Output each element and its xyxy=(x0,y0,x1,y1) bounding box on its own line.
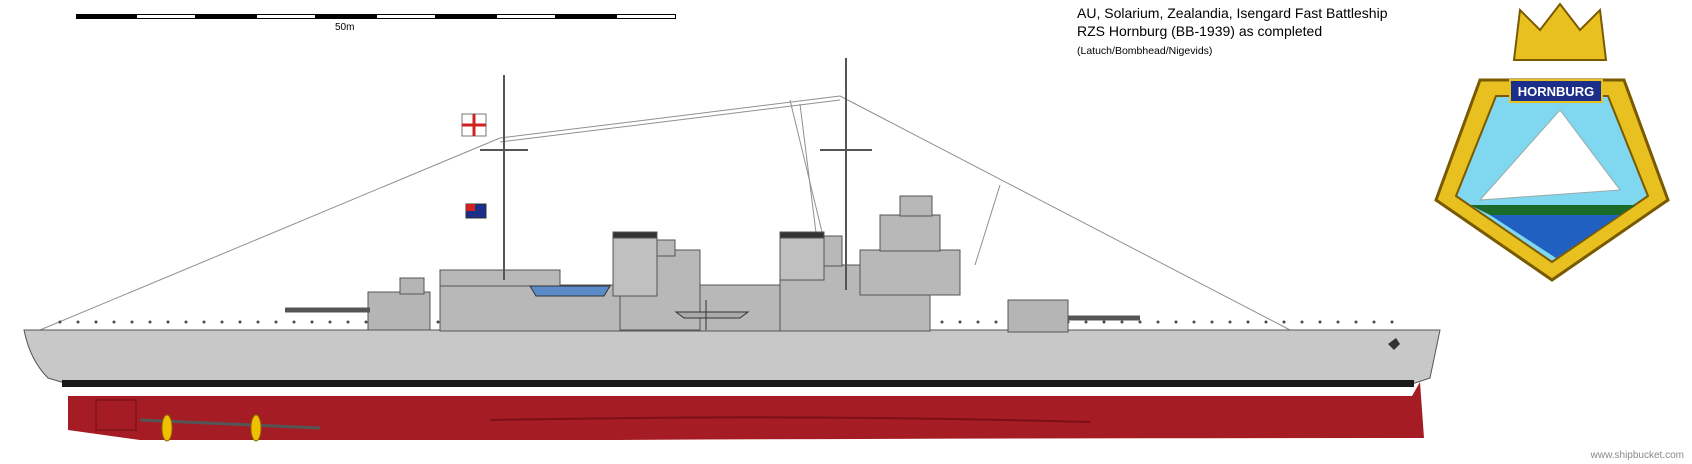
scale-segment xyxy=(376,14,436,19)
funnels xyxy=(612,231,825,297)
porthole xyxy=(1318,320,1322,324)
porthole xyxy=(220,320,224,324)
turret-a xyxy=(367,291,431,331)
porthole xyxy=(1264,320,1268,324)
scale-segment xyxy=(316,14,376,19)
porthole xyxy=(1354,320,1358,324)
porthole xyxy=(1336,320,1340,324)
scale-segment xyxy=(76,14,136,19)
scale-segment xyxy=(136,14,196,19)
porthole xyxy=(94,320,98,324)
porthole xyxy=(112,320,116,324)
porthole xyxy=(958,320,962,324)
porthole xyxy=(1390,320,1394,324)
scale-segment xyxy=(496,14,556,19)
watermark: www.shipbucket.com xyxy=(1590,450,1684,461)
porthole xyxy=(76,320,80,324)
porthole xyxy=(58,320,62,324)
porthole xyxy=(976,320,980,324)
hull-grey xyxy=(23,329,1441,385)
porthole xyxy=(166,320,170,324)
porthole xyxy=(1210,320,1214,324)
scale-segment xyxy=(436,14,496,19)
porthole xyxy=(292,320,296,324)
superstructure xyxy=(439,195,961,332)
turrets xyxy=(285,277,1140,333)
ship-name-title: RZS Hornburg (BB-1939) as completed xyxy=(1077,23,1323,39)
porthole xyxy=(202,320,206,324)
porthole xyxy=(238,320,242,324)
masts xyxy=(480,58,872,290)
hull xyxy=(23,329,1441,440)
porthole xyxy=(436,320,440,324)
scale-segment xyxy=(616,14,676,19)
credits: (Latuch/Bombhead/Nigevids) xyxy=(1077,45,1213,57)
scale-segment xyxy=(196,14,256,19)
porthole xyxy=(1228,320,1232,324)
porthole xyxy=(1120,320,1124,324)
porthole xyxy=(130,320,134,324)
porthole xyxy=(1282,320,1286,324)
porthole xyxy=(364,320,368,324)
porthole xyxy=(994,320,998,324)
scale-segment xyxy=(556,14,616,19)
hull-red xyxy=(68,382,1424,440)
ensign-flag xyxy=(461,113,487,137)
anchor-icon xyxy=(1388,338,1400,350)
porthole xyxy=(1084,320,1088,324)
porthole xyxy=(1192,320,1196,324)
porthole xyxy=(1372,320,1376,324)
propeller-icon xyxy=(250,414,262,442)
porthole xyxy=(1300,320,1304,324)
ship-crest: HORNBURG xyxy=(1434,2,1670,282)
porthole xyxy=(1138,320,1142,324)
scale-segment xyxy=(256,14,316,19)
porthole xyxy=(184,320,188,324)
boot-top xyxy=(62,380,1414,387)
scale-label: 50m xyxy=(335,22,355,33)
jack-flag xyxy=(465,203,487,219)
scale-bar xyxy=(76,14,676,19)
boats-aircraft xyxy=(529,285,750,330)
porthole xyxy=(346,320,350,324)
porthole xyxy=(1246,320,1250,324)
porthole xyxy=(1174,320,1178,324)
porthole xyxy=(1102,320,1106,324)
porthole xyxy=(274,320,278,324)
title-block: AU, Solarium, Zealandia, Isengard Fast B… xyxy=(1077,4,1388,57)
porthole xyxy=(1156,320,1160,324)
porthole xyxy=(256,320,260,324)
porthole xyxy=(940,320,944,324)
porthole xyxy=(148,320,152,324)
porthole xyxy=(328,320,332,324)
crest-name-plate: HORNBURG xyxy=(1518,84,1595,99)
porthole xyxy=(310,320,314,324)
turret-y xyxy=(1007,299,1069,333)
bulge-line xyxy=(489,416,1091,423)
stern-gear xyxy=(95,399,321,442)
ship-class-title: AU, Solarium, Zealandia, Isengard Fast B… xyxy=(1077,5,1388,21)
propeller-icon xyxy=(161,414,173,442)
